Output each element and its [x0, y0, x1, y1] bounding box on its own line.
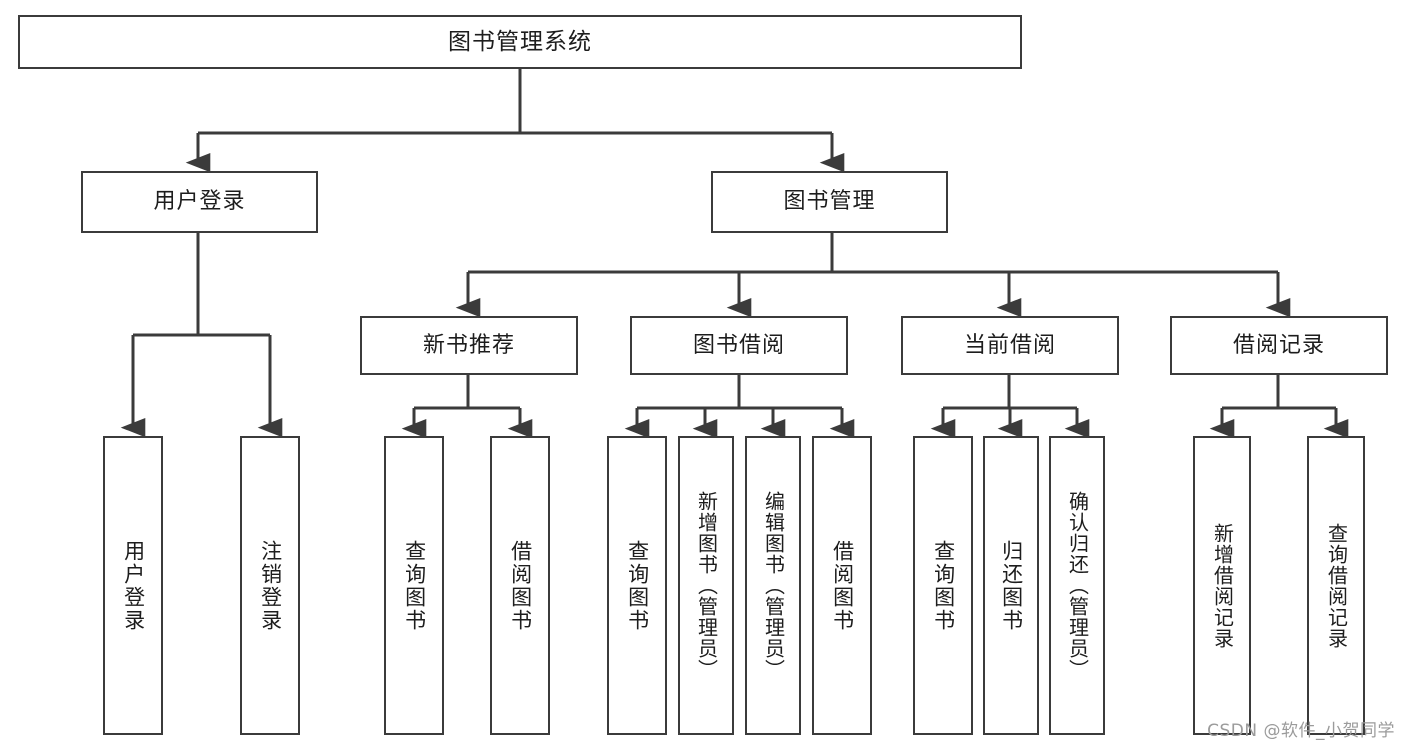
node-root-book-management-system[interactable]: 图书管理系统 — [18, 15, 1022, 69]
node-label: 当前借阅 — [963, 332, 1056, 358]
node-label: 用户登录 — [153, 189, 246, 215]
leaf-label: 确认归还（管理员） — [1065, 491, 1090, 680]
leaf-user-login-login[interactable]: 用户登录 — [103, 436, 163, 735]
node-label: 新书推荐 — [422, 332, 515, 358]
leaf-current-borrow-return-book[interactable]: 归还图书 — [983, 436, 1039, 735]
node-current-borrow[interactable]: 当前借阅 — [901, 316, 1119, 375]
leaf-label: 注销登录 — [258, 539, 283, 632]
leaf-label: 编辑图书（管理员） — [761, 491, 786, 680]
leaf-label: 用户登录 — [121, 539, 146, 632]
leaf-label: 查询图书 — [625, 539, 650, 632]
node-label: 图书借阅 — [692, 332, 785, 358]
leaf-label: 新增图书（管理员） — [694, 491, 719, 680]
node-label: 图书管理系统 — [448, 28, 592, 55]
leaf-current-borrow-query-book[interactable]: 查询图书 — [913, 436, 973, 735]
leaf-new-book-borrow-book[interactable]: 借阅图书 — [490, 436, 550, 735]
node-borrow-record[interactable]: 借阅记录 — [1170, 316, 1388, 375]
leaf-borrow-record-add-record[interactable]: 新增借阅记录 — [1193, 436, 1251, 735]
leaf-label: 查询借阅记录 — [1324, 522, 1349, 649]
node-book-management[interactable]: 图书管理 — [711, 171, 948, 233]
leaf-label: 归还图书 — [999, 539, 1024, 632]
leaf-label: 查询图书 — [402, 539, 427, 632]
node-label: 借阅记录 — [1232, 332, 1325, 358]
leaf-book-borrow-query-book[interactable]: 查询图书 — [607, 436, 667, 735]
leaf-label: 借阅图书 — [508, 539, 533, 632]
leaf-book-borrow-edit-book-admin[interactable]: 编辑图书（管理员） — [745, 436, 801, 735]
leaf-label: 新增借阅记录 — [1210, 522, 1235, 649]
leaf-current-borrow-confirm-return-admin[interactable]: 确认归还（管理员） — [1049, 436, 1105, 735]
node-user-login[interactable]: 用户登录 — [81, 171, 318, 233]
leaf-borrow-record-query-record[interactable]: 查询借阅记录 — [1307, 436, 1365, 735]
csdn-watermark: CSDN @软件_小贺同学 — [1207, 721, 1395, 741]
leaf-new-book-query-book[interactable]: 查询图书 — [384, 436, 444, 735]
leaf-label: 借阅图书 — [830, 539, 855, 632]
leaf-book-borrow-borrow-book[interactable]: 借阅图书 — [812, 436, 872, 735]
leaf-book-borrow-add-book-admin[interactable]: 新增图书（管理员） — [678, 436, 734, 735]
node-new-book-recommend[interactable]: 新书推荐 — [360, 316, 578, 375]
node-book-borrow[interactable]: 图书借阅 — [630, 316, 848, 375]
leaf-label: 查询图书 — [931, 539, 956, 632]
node-label: 图书管理 — [783, 189, 876, 215]
leaf-user-login-logout[interactable]: 注销登录 — [240, 436, 300, 735]
